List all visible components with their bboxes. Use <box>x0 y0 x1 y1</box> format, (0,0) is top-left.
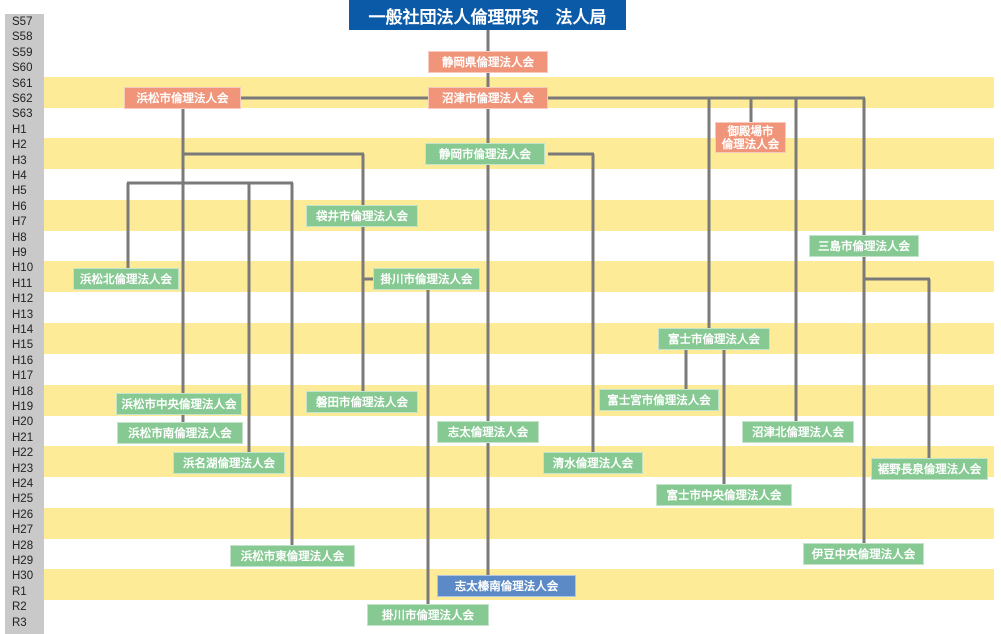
year-label: H9 <box>12 247 27 259</box>
node-kakegawa-2: 掛川市倫理法人会 <box>367 604 489 626</box>
year-label: H16 <box>12 354 34 367</box>
head-office-title: 一般社団法人倫理研究 法人局 <box>349 0 626 30</box>
year-label: H21 <box>12 431 34 444</box>
year-label: H17 <box>12 370 34 383</box>
year-label: S60 <box>12 62 33 75</box>
year-label: S58 <box>12 31 33 44</box>
year-label: H27 <box>12 524 34 537</box>
year-label: H12 <box>12 293 34 306</box>
node-hamamatsu-minami: 浜松市南倫理法人会 <box>117 422 243 444</box>
year-label: H2 <box>12 139 27 152</box>
node-hamamatsu: 浜松市倫理法人会 <box>124 87 241 109</box>
node-fuji-chuo: 富士市中央倫理法人会 <box>656 484 792 506</box>
year-band <box>44 507 994 539</box>
node-hamamatsu-chuo: 浜松市中央倫理法人会 <box>116 393 242 415</box>
node-hamamatsu-kita: 浜松北倫理法人会 <box>73 268 179 290</box>
node-numazu: 沼津市倫理法人会 <box>428 87 548 109</box>
node-fujinomiya: 富士宮市倫理法人会 <box>599 389 719 411</box>
node-iwata: 磐田市倫理法人会 <box>306 391 418 413</box>
year-label: H28 <box>12 539 34 552</box>
year-label: R3 <box>12 616 27 629</box>
year-label: H6 <box>12 200 27 213</box>
year-band <box>44 323 994 354</box>
node-gotemba: 御殿場市 倫理法人会 <box>715 122 786 153</box>
year-band <box>44 199 994 231</box>
year-label: H26 <box>12 508 34 521</box>
year-label: H4 <box>12 170 27 182</box>
node-shizuoka-shi: 静岡市倫理法人会 <box>425 143 545 165</box>
year-label: S63 <box>12 108 33 121</box>
year-label: S62 <box>12 93 33 105</box>
node-hamamatsu-higashi: 浜松市東倫理法人会 <box>230 545 355 567</box>
year-label: H18 <box>12 385 34 398</box>
year-label: H15 <box>12 339 34 352</box>
year-band <box>44 261 994 293</box>
year-label: H14 <box>12 324 34 336</box>
node-shida: 志太倫理法人会 <box>437 421 539 443</box>
year-label: S57 <box>12 16 33 28</box>
year-label: H30 <box>12 570 34 583</box>
node-mishima: 三島市倫理法人会 <box>809 235 919 257</box>
year-label: H20 <box>12 416 34 429</box>
node-fuji: 富士市倫理法人会 <box>658 328 770 350</box>
node-kakegawa-1: 掛川市倫理法人会 <box>373 268 480 290</box>
year-label: S59 <box>12 46 33 59</box>
year-label: H29 <box>12 555 34 567</box>
node-gotemba-line2: 倫理法人会 <box>721 136 780 151</box>
node-fukuroi: 袋井市倫理法人会 <box>306 205 418 227</box>
year-label: H1 <box>12 123 27 136</box>
year-label: H7 <box>12 216 27 229</box>
year-label: H19 <box>12 401 34 413</box>
node-hamanako: 浜名湖倫理法人会 <box>173 452 285 474</box>
year-label: S61 <box>12 77 33 90</box>
year-label: H23 <box>12 462 34 475</box>
year-label: H10 <box>12 262 34 275</box>
year-label: H13 <box>12 308 34 321</box>
node-susono-nagaizumi: 裾野長泉倫理法人会 <box>871 458 988 480</box>
node-shida-hainan: 志太榛南倫理法人会 <box>437 575 576 597</box>
year-label: H25 <box>12 493 34 506</box>
year-label: R1 <box>12 585 27 598</box>
year-label: H11 <box>12 277 33 290</box>
year-label: H24 <box>12 478 34 490</box>
node-izu-chuo: 伊豆中央倫理法人会 <box>803 543 924 565</box>
node-shizuoka-ken: 静岡県倫理法人会 <box>428 51 548 73</box>
year-label: H3 <box>12 154 27 167</box>
node-numazu-kita: 沼津北倫理法人会 <box>742 421 854 443</box>
node-gotemba-line1: 御殿場市 <box>727 123 774 138</box>
year-label: R2 <box>12 601 27 614</box>
node-shimizu: 清水倫理法人会 <box>543 452 643 474</box>
year-label: H8 <box>12 231 27 244</box>
year-label: H5 <box>12 185 27 198</box>
year-label: H22 <box>12 447 34 460</box>
